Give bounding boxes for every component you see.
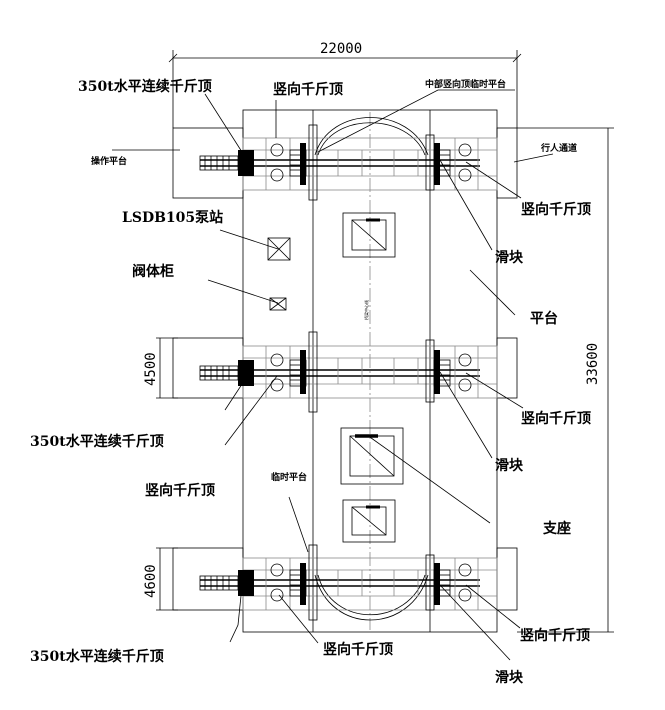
vertical-jack-label-mid-left: 竖向千斤顶 — [145, 482, 215, 499]
pump-station-label: LSDB105泵站 — [122, 209, 223, 226]
temporary-platform-outline-upper — [314, 117, 429, 156]
leader-lines — [112, 89, 554, 661]
pump-station-symbol — [267, 237, 291, 261]
vertical-jack-label-top-right: 竖向千斤顶 — [521, 201, 591, 218]
temp-platform-label: 临时平台 — [271, 471, 307, 483]
bay-lower-text: 4600 — [143, 564, 159, 598]
vertical-jack-label-mid-right: 竖向千斤顶 — [521, 410, 591, 427]
bay-upper-text: 4500 — [143, 352, 159, 386]
overall-width-text: 22000 — [320, 41, 362, 57]
cross-beam-bay-lower — [199, 544, 498, 621]
centerline-note: 桥梁中心线 — [363, 300, 369, 320]
valve-cabinet-symbol — [269, 297, 287, 311]
horizontal-jack-label-mid: 350t水平连续千斤顶 — [30, 433, 164, 450]
support-label: 支座 — [542, 520, 571, 537]
operating-platform-label: 操作平台 — [91, 155, 127, 167]
overall-length-text: 33600 — [585, 343, 601, 385]
support-bearing-middle — [340, 427, 404, 485]
bay-dimensions: 4500 4600 — [143, 337, 178, 611]
vertical-jack-label-top-left: 竖向千斤顶 — [273, 81, 343, 98]
walkway-label: 行人通道 — [540, 142, 577, 154]
support-bearing-lower — [342, 499, 396, 543]
horizontal-jack-label-top: 350t水平连续千斤顶 — [78, 78, 212, 95]
horizontal-jack-label-bottom: 350t水平连续千斤顶 — [30, 648, 164, 665]
temporary-platform-outline-lower — [314, 574, 429, 621]
platform-label: 平台 — [530, 310, 558, 327]
middle-temp-platform-label: 中部竖向顶临时平台 — [425, 78, 506, 90]
main-structure — [172, 109, 518, 633]
vertical-jack-label-bottom-mid: 竖向千斤顶 — [323, 641, 393, 658]
support-bearing-upper — [342, 212, 396, 258]
length-dimension: 33600 — [517, 127, 614, 633]
slider-label-mid: 滑块 — [495, 457, 524, 474]
cross-beam-bay-upper — [199, 124, 498, 201]
cross-beam-bay-middle — [199, 331, 498, 413]
slider-label-top: 滑块 — [495, 249, 524, 266]
vertical-jack-label-bottom-right: 竖向千斤顶 — [520, 627, 590, 644]
width-dimension: 22000 — [168, 41, 522, 128]
valve-cabinet-label: 阀体柜 — [132, 263, 174, 280]
slider-label-bottom: 滑块 — [495, 669, 524, 686]
